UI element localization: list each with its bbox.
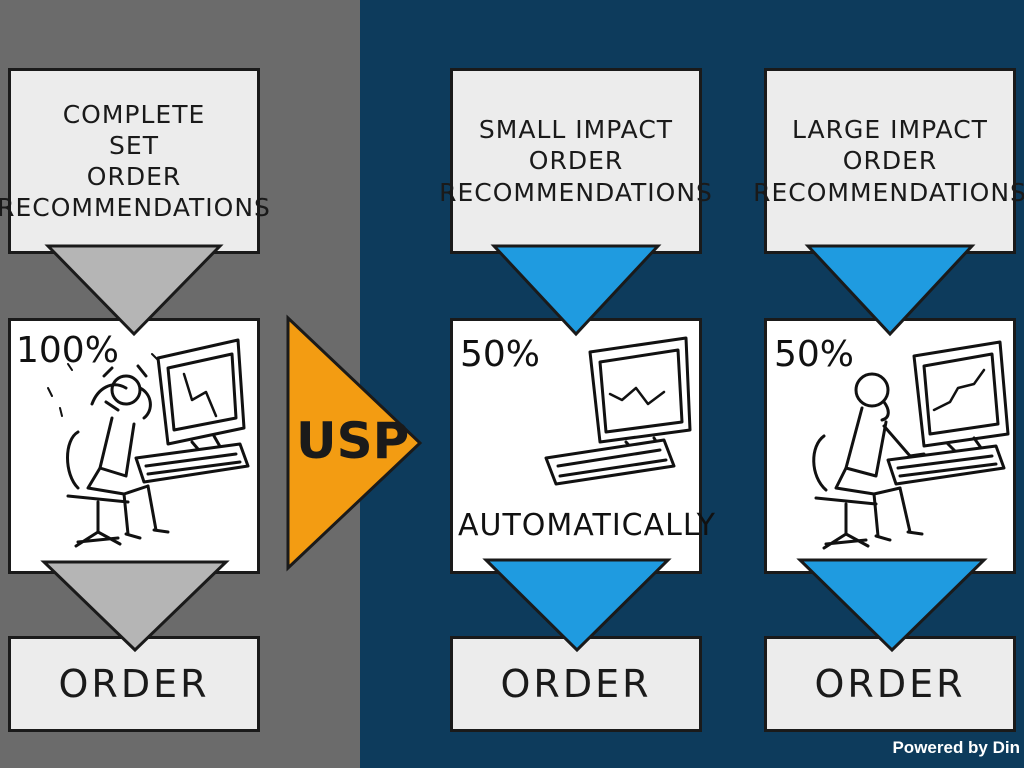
complete-set-label: COMPLETE SET ORDER RECOMMENDATIONS — [0, 99, 271, 224]
percent-right: 50% — [774, 334, 855, 375]
computer-illustration — [544, 336, 692, 486]
label-line: SET — [109, 130, 159, 160]
label-line: RECOMMENDATIONS — [753, 177, 1024, 207]
usp-label: USP — [296, 412, 410, 470]
label-line: RECOMMENDATIONS — [0, 193, 271, 223]
blue-arrow-right-bottom — [796, 558, 988, 653]
blue-arrow-middle-bottom — [482, 558, 672, 653]
usp-arrow — [286, 314, 423, 572]
order-box-left: ORDER — [8, 636, 260, 732]
label-line: ORDER — [86, 162, 182, 191]
blue-arrow-right-top — [804, 244, 976, 337]
order-label: ORDER — [814, 662, 966, 706]
gray-arrow-top — [44, 244, 224, 337]
blue-arrow-middle-top — [490, 244, 662, 337]
label-line: SMALL IMPACT — [478, 115, 674, 145]
order-label: ORDER — [58, 662, 210, 706]
large-impact-label: LARGE IMPACT ORDER RECOMMENDATIONS — [753, 114, 1024, 208]
label-line: LARGE IMPACT — [792, 115, 988, 145]
label-line: ORDER — [528, 146, 624, 176]
label-line: RECOMMENDATIONS — [439, 177, 713, 207]
order-label: ORDER — [500, 662, 652, 706]
focused-worker-illustration — [812, 340, 1010, 550]
percent-middle: 50% — [460, 334, 541, 375]
large-impact-box: LARGE IMPACT ORDER RECOMMENDATIONS — [753, 68, 1024, 254]
small-impact-label: SMALL IMPACT ORDER RECOMMENDATIONS — [439, 114, 713, 208]
automatically-label: AUTOMATICALLY — [458, 508, 716, 543]
stressed-worker-illustration — [47, 338, 250, 548]
label-line: ORDER — [842, 146, 938, 176]
gray-arrow-bottom — [40, 560, 230, 653]
complete-set-box: COMPLETE SET ORDER RECOMMENDATIONS — [0, 68, 270, 254]
label-line: COMPLETE — [62, 99, 206, 129]
footer-credit: Powered by Din — [892, 738, 1020, 757]
